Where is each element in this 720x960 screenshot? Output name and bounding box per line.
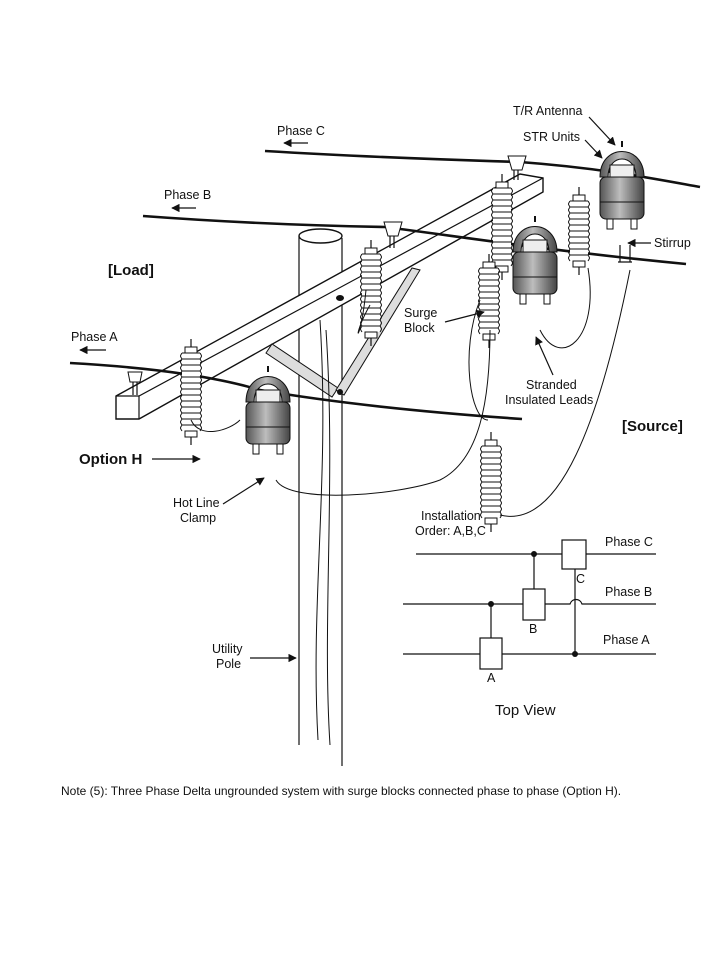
pin-insulator-a [127, 371, 143, 395]
installation-order-label-line2: Order: A,B,C [415, 524, 486, 538]
option-h-label: Option H [79, 451, 142, 468]
tv-box-c-label: C [576, 572, 585, 586]
phase-b-label: Phase B [164, 188, 211, 202]
surge-blocks [180, 174, 590, 532]
tv-box-a [479, 637, 503, 670]
hot-line-clamp-label-line1: Hot Line [173, 496, 220, 510]
phase-c-label: Phase C [277, 124, 325, 138]
tv-phase-b-label: Phase B [605, 585, 652, 599]
hot-line-clamp-label-line2: Clamp [180, 511, 216, 525]
stranded-leads-label-line2: Insulated Leads [505, 393, 593, 407]
str-unit-c [599, 141, 645, 230]
surge-block-mid [478, 254, 500, 348]
installation-order-label-line1: Installation [421, 509, 481, 523]
utility-pole-label-line2: Pole [216, 657, 241, 671]
pin-insulator-b [383, 221, 403, 248]
surge-block-b-crossarm [360, 240, 382, 346]
top-view-title: Top View [495, 702, 556, 719]
stranded-leads-label-line1: Stranded [526, 378, 577, 392]
tv-phase-a-label: Phase A [603, 633, 650, 647]
surge-block-a-left [180, 339, 202, 445]
stirrup [618, 245, 632, 263]
surge-block-right [568, 187, 590, 275]
source-label: [Source] [622, 418, 683, 435]
surge-block-label-line1: Surge [404, 306, 437, 320]
tv-box-b [522, 588, 546, 621]
tv-box-b-label: B [529, 622, 537, 636]
top-view-schematic: Phase C Phase B Phase A C B A Top View [403, 535, 656, 719]
utility-pole [298, 228, 343, 766]
surge-block-label-line2: Block [404, 321, 435, 335]
surge-block-lower [480, 432, 502, 532]
tv-phase-c-label: Phase C [605, 535, 653, 549]
pin-insulator-c [507, 155, 527, 180]
tv-box-c [561, 539, 587, 570]
str-units [245, 141, 645, 455]
phase-a-label: Phase A [71, 330, 118, 344]
tr-antenna-label: T/R Antenna [513, 104, 583, 118]
label-arrows [79, 116, 651, 663]
stirrup-label: Stirrup [654, 236, 691, 250]
tv-box-a-label: A [487, 671, 496, 685]
stranded-leads [190, 267, 631, 746]
load-label: [Load] [108, 262, 154, 279]
utility-pole-label-line1: Utility [212, 642, 243, 656]
str-unit-a [245, 366, 291, 455]
crossarm [115, 173, 544, 420]
str-unit-b [512, 216, 558, 305]
str-units-label: STR Units [523, 130, 580, 144]
footnote: Note (5): Three Phase Delta ungrounded s… [61, 784, 621, 798]
